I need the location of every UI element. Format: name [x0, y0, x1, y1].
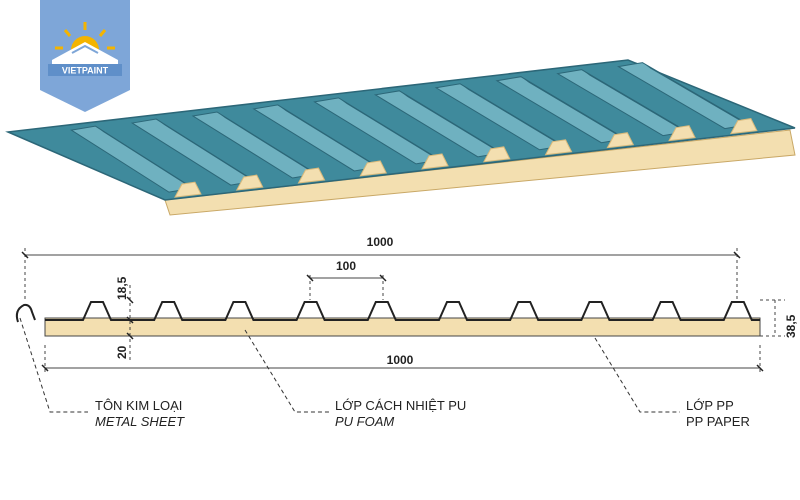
pu-foam-label-en: PU FOAM [335, 414, 394, 429]
callout-pu-foam: LỚP CÁCH NHIỆT PU PU FOAM [335, 398, 466, 429]
metal-sheet-profile [45, 301, 760, 321]
sheet-rib-shadow [399, 90, 510, 159]
foam-hump [606, 132, 635, 149]
sun-house-logo-icon [52, 22, 118, 64]
foam-hump [359, 160, 388, 177]
pp-paper-label-vi: LỚP PP [686, 398, 734, 413]
foam-hump [482, 146, 511, 163]
dim-foam-thickness: 20 [115, 345, 129, 359]
metal-sheet-label-vi: TÔN KIM LOẠI [95, 398, 182, 413]
pp-paper-label-en: PP PAPER [686, 414, 750, 429]
foam-hump [235, 174, 264, 191]
foam-edge-3d [164, 129, 796, 216]
foam-hump [174, 181, 202, 198]
sheet-rib-shadow [581, 69, 696, 138]
foam-hump [544, 139, 573, 156]
callout-metal-sheet: TÔN KIM LOẠI METAL SHEET [95, 398, 185, 429]
sheet-rib-shadow [338, 97, 449, 166]
sheet-rib-shadow [642, 62, 757, 131]
dim-rib-pitch: 100 [336, 259, 356, 273]
dim-total-width-top: 1000 [367, 235, 394, 249]
sheet-ribs [70, 62, 757, 195]
edge-hook [15, 303, 36, 323]
sheet-rib-shadow [520, 76, 634, 145]
panel-3d-view [5, 59, 796, 216]
vietpaint-logo: VIETPAINT [40, 0, 130, 112]
front-profile-humps [174, 118, 758, 198]
foam-hump [668, 125, 696, 142]
dimension-ticks [21, 251, 764, 372]
sheet-rib-shadow [95, 126, 201, 195]
sheet-rib-shadow [460, 83, 572, 152]
callout-leaders [19, 317, 680, 413]
brand-name: VIETPAINT [62, 66, 109, 76]
pu-foam-layer [44, 317, 761, 337]
dim-rib-height: 18,5 [115, 276, 129, 300]
sheet-rib-shadow [277, 104, 387, 173]
foam-hump [729, 118, 758, 135]
dim-total-thickness: 38,5 [784, 314, 798, 338]
foam-hump [297, 167, 326, 184]
cross-section [15, 301, 761, 337]
sheet-rib-shadow [217, 112, 325, 180]
dimension-lines [24, 248, 785, 372]
pu-foam-label-vi: LỚP CÁCH NHIỆT PU [335, 398, 466, 413]
dim-total-width-bottom: 1000 [387, 353, 414, 367]
foam-hump [421, 153, 449, 170]
callout-pp-paper: LỚP PP PP PAPER [686, 398, 750, 429]
sheet-rib-shadow [156, 119, 263, 188]
metal-sheet-label-en: METAL SHEET [95, 414, 185, 429]
